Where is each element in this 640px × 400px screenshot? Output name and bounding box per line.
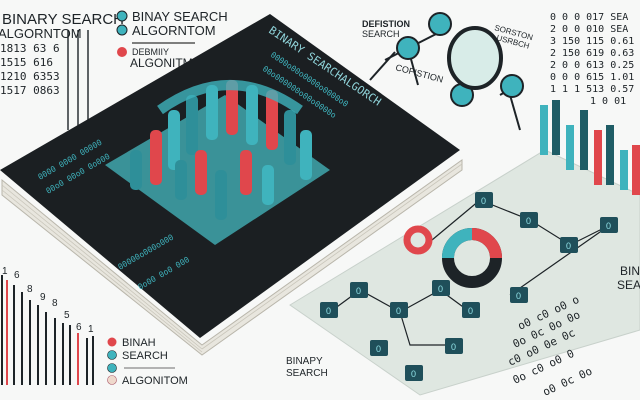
node-label: 0 [356, 286, 361, 296]
donut-chart [403, 225, 502, 288]
svg-text:6: 6 [14, 270, 20, 281]
svg-text:5: 5 [64, 310, 70, 321]
svg-text:8: 8 [27, 284, 33, 295]
title-line1: BINARY SEARCH [2, 11, 124, 28]
title-line2: ALGORNTOM [0, 26, 82, 41]
node-label: 0 [566, 241, 571, 251]
bar-lines [1, 275, 94, 385]
svg-text:6: 6 [76, 322, 82, 333]
node-squares: 0 0 0 0 0 0 0 0 0 0 0 0 0 [320, 192, 618, 381]
svg-text:8: 8 [52, 298, 58, 309]
tree-label-left: DEFISTION [362, 19, 410, 29]
svg-text:0 0 0 615 1.01: 0 0 0 615 1.01 [550, 72, 634, 83]
digit-row: 1210 6353 [0, 70, 60, 83]
tree-node [500, 74, 524, 98]
bar-digits: 1 6 8 9 8 5 6 1 [2, 266, 94, 335]
bar-group [540, 100, 640, 195]
digit-table: 1813 63 6 1515 616 1210 6353 1517 0863 [0, 30, 89, 130]
svg-text:1: 1 [88, 324, 94, 335]
node-label: 0 [526, 216, 531, 226]
book: BINARY SEARCHALGORCH 0000o00o0000o0000o0… [0, 14, 463, 356]
cylinder-ring [130, 80, 312, 220]
node-label: 0 [606, 221, 611, 231]
legend-extra: ALGONITM [130, 56, 193, 70]
node-label: 0 [326, 306, 331, 316]
legend-label: SEARCH [122, 350, 168, 362]
svg-text:1 0 01: 1 0 01 [590, 96, 626, 107]
svg-text:3 150 115 0.61: 3 150 115 0.61 [550, 36, 634, 47]
node-label: 0 [481, 196, 486, 206]
svg-text:1: 1 [2, 266, 8, 277]
svg-text:0 0 0 017 SEA: 0 0 0 017 SEA [550, 12, 628, 23]
flow-panel: 0 0 0 0 0 0 0 0 0 0 0 0 0 BINAPY SEARCH … [286, 100, 640, 396]
svg-text:2 150 619 0.63: 2 150 619 0.63 [550, 48, 634, 59]
legend-label: DEBMIIY [132, 47, 169, 57]
digit-row: 1515 616 [0, 56, 53, 69]
tree-label-left: SEARCH [362, 29, 400, 39]
node-label: 0 [516, 291, 521, 301]
right-caption: SEA [617, 278, 640, 292]
node-label: 0 [438, 284, 443, 294]
legend-top: BINAY SEARCH ALGORNTOM DEBMIIY ALGONITM [116, 9, 228, 70]
digit-row: 1813 63 6 [0, 42, 60, 55]
svg-text:2 0 0 613 0.25: 2 0 0 613 0.25 [550, 60, 634, 71]
svg-text:1 1 1 513 0.57: 1 1 1 513 0.57 [550, 84, 634, 95]
legend-label: BINAH [122, 337, 156, 349]
tree-label-mid: COFISTION [394, 62, 444, 84]
digit-row: 1517 0863 [0, 84, 60, 97]
panel-caption: SEARCH [286, 368, 328, 379]
magnifier-icon [447, 26, 503, 90]
svg-text:2 0 0 010 SEA: 2 0 0 010 SEA [550, 24, 628, 35]
legend-label: ALGORNTOM [132, 23, 216, 38]
legend-label: ALGONITOM [122, 375, 188, 387]
legend-label: BINAY SEARCH [132, 9, 228, 24]
node-label: 0 [376, 344, 381, 354]
node-label: 0 [468, 306, 473, 316]
node-label: 0 [396, 306, 401, 316]
node-label: 0 [451, 342, 456, 352]
tree-node [428, 12, 452, 36]
legend-bottom: BINAH SEARCH ALGONITOM [107, 337, 188, 387]
digit-column: 0 0 0 017 SEA 2 0 0 010 SEA 3 150 115 0.… [550, 12, 634, 107]
svg-text:9: 9 [40, 292, 46, 303]
tree-node [396, 36, 420, 60]
node-label: 0 [411, 369, 416, 379]
right-caption: BIN [620, 264, 640, 278]
panel-caption: BINAPY [286, 356, 323, 367]
